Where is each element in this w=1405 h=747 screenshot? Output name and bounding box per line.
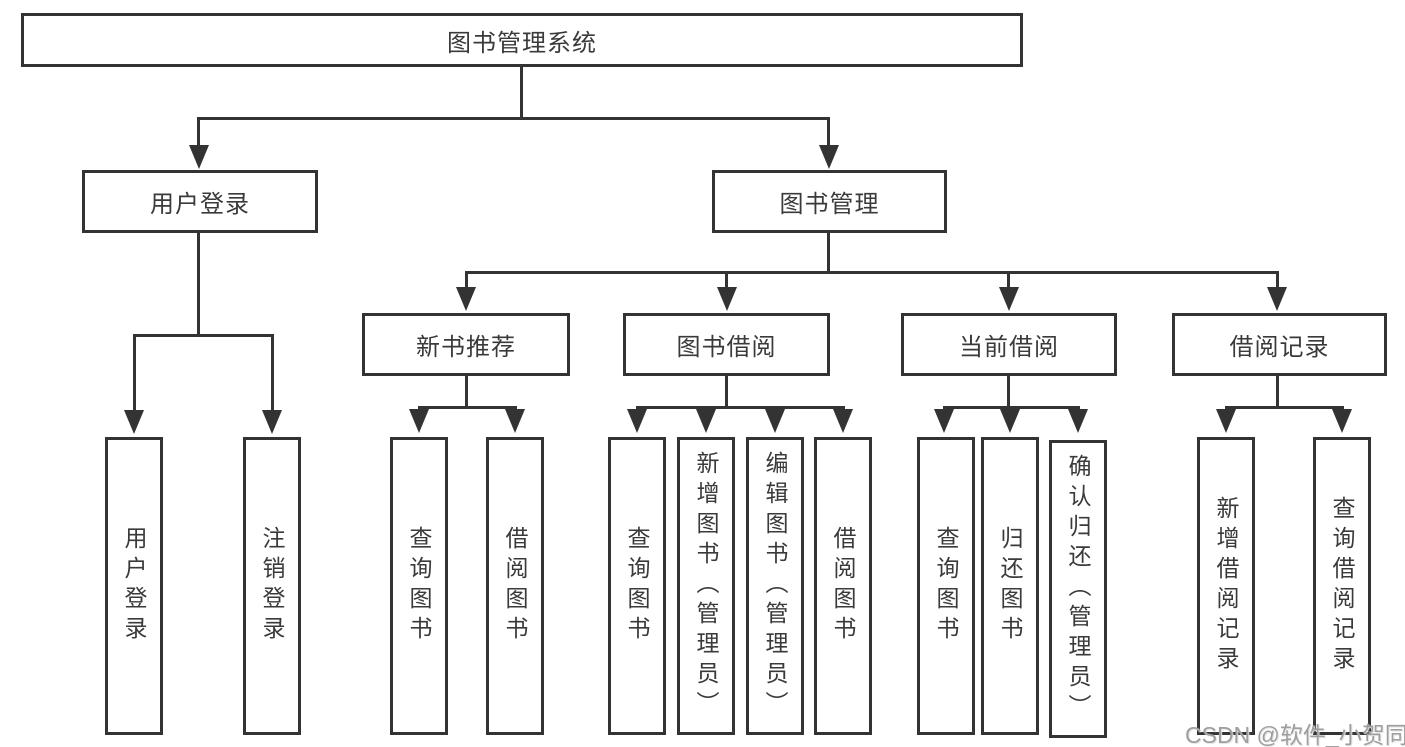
arrowhead-book-management — [819, 145, 839, 169]
arrowhead-leaf-user-login — [124, 410, 144, 434]
node-borrowing-records: 借阅记录 — [1172, 313, 1387, 376]
leaf-query-books-borrow-label: 查询图书 — [624, 526, 650, 646]
arrowhead-add-borrow-record — [1216, 409, 1236, 433]
node-user-login: 用户登录 — [82, 170, 318, 233]
node-library-system: 图书管理系统 — [21, 13, 1023, 67]
connector-book-management-drop — [827, 233, 830, 273]
connector-borrow-records-drop — [1276, 376, 1279, 408]
leaf-logout-label: 注销登录 — [259, 526, 285, 646]
leaf-confirm-return-admin: 确认归还（管理员） — [1049, 440, 1107, 738]
arrowhead-book-borrow — [717, 287, 737, 311]
leaf-add-borrow-record: 新增借阅记录 — [1197, 437, 1255, 735]
connector-book-borrow-drop — [725, 376, 728, 408]
leaf-query-books-rec-label: 查询图书 — [406, 526, 432, 646]
connector-user-login-drop — [197, 233, 200, 336]
arrowhead-borrow-books — [833, 409, 853, 433]
connector-new-book-drop — [465, 376, 468, 408]
arrowhead-query-books-borrow — [627, 409, 647, 433]
arrowhead-add-books-admin — [696, 409, 716, 433]
arrowhead-query-borrow-record — [1332, 409, 1352, 433]
connector-level3-branch — [465, 271, 1279, 274]
arrowhead-return-books — [1000, 409, 1020, 433]
connector-root-drop — [520, 67, 523, 119]
arrowhead-new-book — [456, 287, 476, 311]
arrowhead-borrow-records — [1267, 287, 1287, 311]
arrowhead-edit-books-admin — [765, 409, 785, 433]
arrowhead-confirm-return — [1068, 409, 1088, 433]
leaf-borrow-books-rec: 借阅图书 — [486, 437, 544, 735]
leaf-borrow-books-rec-label: 借阅图书 — [502, 526, 528, 646]
connector-drop-book-management — [827, 119, 830, 146]
leaf-user-login: 用户登录 — [105, 437, 163, 735]
connector-user-login-branch — [133, 334, 274, 337]
connector-drop-leaf-user-login — [133, 337, 136, 412]
connector-drop-new-book — [465, 274, 468, 289]
leaf-query-books-borrow: 查询图书 — [608, 437, 666, 735]
node-book-borrowing: 图书借阅 — [623, 313, 830, 376]
leaf-confirm-return-admin-label: 确认归还（管理员） — [1065, 454, 1091, 724]
connector-drop-current-borrow — [1007, 274, 1010, 289]
arrowhead-current-borrow — [999, 287, 1019, 311]
leaf-query-books-current-label: 查询图书 — [933, 526, 959, 646]
connector-drop-borrow-records — [1276, 274, 1279, 289]
arrowhead-query-books-rec — [409, 409, 429, 433]
connector-borrow-records-branch — [1225, 406, 1344, 409]
leaf-query-books-rec: 查询图书 — [390, 437, 448, 735]
connector-current-borrow-branch — [943, 406, 1080, 409]
leaf-borrow-books-label: 借阅图书 — [830, 526, 856, 646]
leaf-return-books: 归还图书 — [981, 437, 1039, 735]
leaf-query-borrow-record-label: 查询借阅记录 — [1329, 496, 1355, 676]
node-new-book-recommend: 新书推荐 — [362, 313, 570, 376]
connector-book-borrow-branch — [636, 406, 845, 409]
leaf-query-books-current: 查询图书 — [917, 437, 975, 735]
connector-drop-leaf-logout — [271, 337, 274, 412]
leaf-user-login-label: 用户登录 — [121, 526, 147, 646]
connector-level2-branch — [197, 117, 830, 120]
leaf-edit-books-admin-label: 编辑图书（管理员） — [762, 451, 788, 721]
watermark: CSDN @软件_小贺同学 — [1185, 722, 1405, 747]
connector-new-book-branch — [418, 406, 517, 409]
leaf-query-borrow-record: 查询借阅记录 — [1313, 437, 1371, 735]
arrowhead-leaf-logout — [262, 410, 282, 434]
connector-drop-book-borrow — [725, 274, 728, 289]
connector-current-borrow-drop — [1007, 376, 1010, 408]
node-current-borrowing: 当前借阅 — [901, 313, 1117, 376]
arrowhead-user-login — [189, 145, 209, 169]
leaf-add-books-admin-label: 新增图书（管理员） — [693, 451, 719, 721]
connector-drop-user-login — [197, 119, 200, 146]
leaf-add-books-admin: 新增图书（管理员） — [677, 437, 735, 735]
arrowhead-borrow-books-rec — [505, 409, 525, 433]
leaf-borrow-books: 借阅图书 — [814, 437, 872, 735]
leaf-edit-books-admin: 编辑图书（管理员） — [746, 437, 804, 735]
node-book-management: 图书管理 — [712, 170, 947, 233]
arrowhead-query-books-current — [934, 409, 954, 433]
leaf-return-books-label: 归还图书 — [997, 526, 1023, 646]
leaf-logout: 注销登录 — [243, 437, 301, 735]
leaf-add-borrow-record-label: 新增借阅记录 — [1213, 496, 1239, 676]
